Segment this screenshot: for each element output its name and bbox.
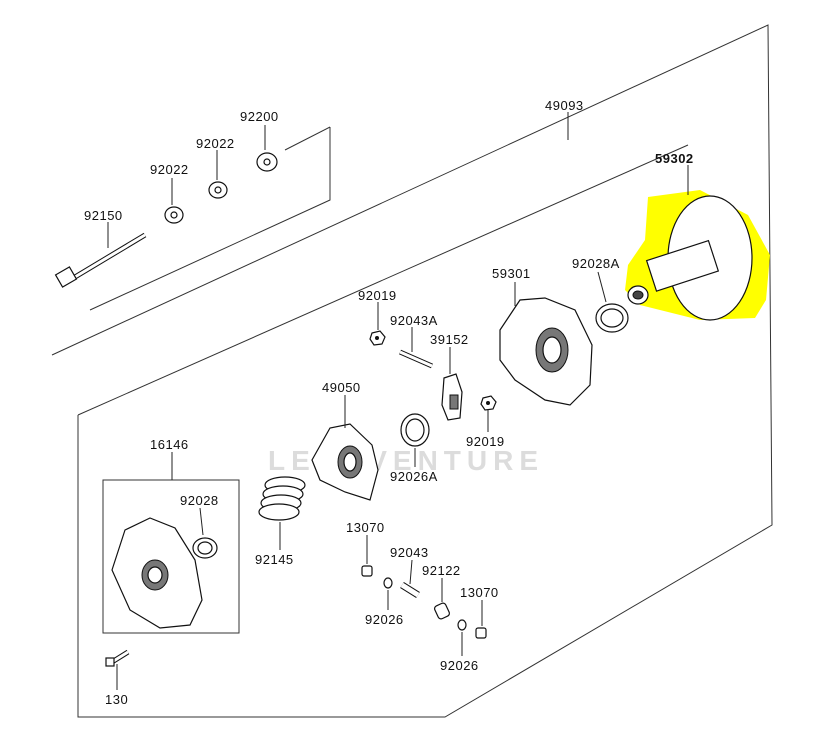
label-92043a: 92043A: [390, 313, 438, 328]
leader-lines: [107, 112, 689, 690]
washer-92200-icon: [256, 152, 278, 172]
label-16146: 16146: [150, 437, 189, 452]
label-13070: 13070: [460, 585, 499, 600]
label-92150: 92150: [84, 208, 123, 223]
label-92026: 92026: [365, 612, 404, 627]
label-92028: 92028: [180, 493, 219, 508]
bushing-92028-icon: [192, 537, 218, 559]
main-assembly-frame: [51, 24, 773, 718]
label-130: 130: [105, 692, 128, 707]
label-92028a: 92028A: [572, 256, 620, 271]
washer-group-bracket: [89, 127, 331, 311]
weight-39152-icon: [441, 373, 463, 421]
label-13070-top: 13070: [346, 520, 385, 535]
label-92145: 92145: [255, 552, 294, 567]
washer-92026c-icon: [457, 619, 467, 631]
movable-sheave-59301-icon: [499, 297, 593, 406]
label-92022: 92022: [150, 162, 189, 177]
label-92122: 92122: [422, 563, 461, 578]
label-92019-top: 92019: [358, 288, 397, 303]
washer-92026b-icon: [383, 577, 393, 589]
roller-13070a-icon: [361, 565, 373, 577]
washer-92026a-icon: [400, 413, 430, 447]
washer-92022b-icon: [208, 181, 228, 199]
inner-assembly-frame: [77, 144, 689, 416]
bushing-92122-icon: [433, 602, 451, 620]
label-59301: 59301: [492, 266, 531, 281]
pin-92043-icon: [400, 582, 420, 598]
cover-group-box: [102, 479, 240, 634]
cover-16146-icon: [111, 517, 203, 629]
label-59302: 59302: [655, 151, 694, 166]
label-92022-top: 92022: [196, 136, 235, 151]
label-49050: 49050: [322, 380, 361, 395]
spider-49050-icon: [311, 423, 379, 501]
washer-92022a-icon: [164, 206, 184, 224]
fixed-sheave-59302-icon: [627, 195, 753, 321]
bushing-92028a-icon: [595, 303, 629, 333]
pin-92043a-icon: [398, 349, 434, 369]
label-92026-bottom: 92026: [440, 658, 479, 673]
label-92043: 92043: [390, 545, 429, 560]
label-92026a: 92026A: [390, 469, 438, 484]
nut-92019a-icon: [369, 330, 386, 346]
spring-92145-icon: [258, 476, 306, 521]
washer-group-bracket-top: [284, 126, 331, 151]
bolt-130-icon: [105, 649, 130, 667]
label-49093: 49093: [545, 98, 584, 113]
roller-13070b-icon: [475, 627, 487, 639]
label-92019: 92019: [466, 434, 505, 449]
nut-92019b-icon: [480, 395, 497, 411]
label-39152: 39152: [430, 332, 469, 347]
bolt-92150-icon: [54, 232, 147, 288]
label-92200: 92200: [240, 109, 279, 124]
